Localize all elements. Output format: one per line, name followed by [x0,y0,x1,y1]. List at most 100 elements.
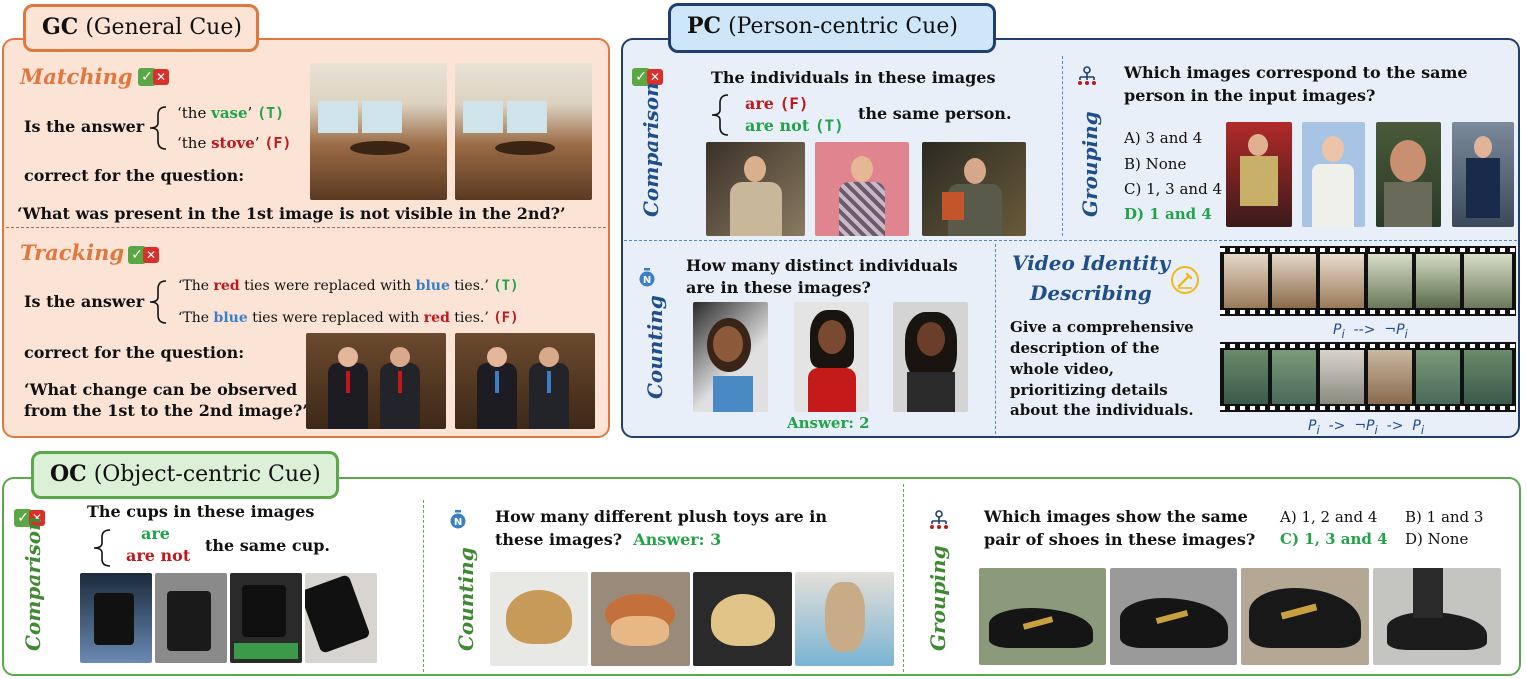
is-answer-label: Is the answer [24,292,145,311]
oc-counting-answer: Answer: 3 [633,530,722,549]
comparison-label: Comparison [21,516,45,651]
oc-comparison-option-are: are [141,524,170,543]
film-frame [1464,350,1512,404]
film-frame [1464,254,1512,308]
pencil-icon [1171,266,1199,294]
matching-question: ‘What was present in the 1st image is no… [17,204,566,223]
person-centric-cue-tab: PC (Person-centric Cue) [668,3,996,53]
tracking-question-line2: from the 1st to the 2nd image?’ [24,401,308,420]
shoe-photo-1 [979,568,1106,665]
oc-grouping-question-line2: pair of shoes in these images? [984,530,1256,549]
counting-question-line1: How many distinct individuals [686,256,958,275]
film-frame [1224,350,1268,404]
kitchen-image-1 [310,63,447,200]
general-cue-tab: GC (General Cue) [23,4,259,52]
matching-option-1: ‘the vase’ (T) [177,104,285,122]
shoe-photo-2 [1110,568,1237,665]
pc-divider-v1 [1062,56,1063,236]
tab-full: (Object-centric Cue) [93,462,321,487]
film-frame [1272,254,1316,308]
tab-full: (General Cue) [85,15,242,40]
oc-divider-1 [423,500,424,672]
video-desc-line3: whole video, [1010,360,1114,378]
oc-grouping-question-line1: Which images show the same [984,507,1248,526]
oc-comparison-question: The cups in these images [87,502,315,521]
hierarchy-icon [1078,66,1096,85]
stopwatch-icon: N [450,510,466,529]
comparison-label: Comparison [639,82,663,217]
shoe-photo-3 [1241,568,1369,665]
check-icon: ✓ [14,509,32,527]
counting-label: Counting [454,547,478,651]
comparison-option-are: are (F) [745,94,809,113]
film-frame [1368,350,1412,404]
oc-divider-2 [903,484,904,672]
grouping-label: Grouping [926,545,950,651]
correct-for-label: correct for the question: [24,166,245,185]
shoe-photo-4 [1373,568,1501,665]
counting-answer: Answer: 2 [787,414,870,432]
sequence-label-1: Pi --> ¬Pi [1333,322,1408,341]
grouping-option-b: B) None [1124,155,1187,173]
film-frame [1416,254,1460,308]
comparison-tail: the same person. [858,104,1012,123]
film-strip-2 [1220,342,1516,412]
pc-divider-h [624,240,1517,241]
plush-photo-2 [591,572,690,666]
film-frame [1224,254,1268,308]
cup-photo-3 [230,573,302,663]
grouping-option-d: D) 1 and 4 [1124,205,1212,223]
oc-counting-question-line1: How many different plush toys are in [495,507,828,526]
oc-comparison-option-are-not: are not [126,546,191,565]
matching-title: Matching [20,64,133,89]
oc-counting-question-line2: these images? Answer: 3 [495,530,722,549]
cross-icon: ✕ [647,69,663,85]
grouping-option-a: A) 3 and 4 [1124,129,1203,147]
svg-text:N: N [643,275,651,286]
kitchen-image-2 [455,63,592,200]
hierarchy-icon [930,510,948,529]
group-photo-1 [1226,122,1292,227]
person-photo-1 [706,142,805,236]
video-desc-line2: description of the [1010,339,1160,357]
tab-abbr: GC [42,14,79,40]
check-cross-icon: ✓✕ [128,244,159,264]
check-icon: ✓ [128,246,146,264]
film-frame [1320,350,1364,404]
group-photo-3 [1376,122,1441,227]
is-answer-label: Is the answer [24,117,145,136]
brace-icon [149,280,167,324]
tab-abbr: PC [687,13,722,39]
film-frame [1368,254,1412,308]
person-photo-2 [815,142,909,236]
cross-icon: ✕ [153,69,169,85]
stopwatch-icon: N [639,268,655,287]
brace-icon [149,106,167,150]
brace-icon [711,94,729,136]
check-cross-icon: ✓✕ [14,507,45,527]
tab-abbr: OC [50,461,87,487]
counting-label: Counting [643,295,667,399]
tracking-question-line1: ‘What change can be observed [24,380,298,399]
oc-grouping-option-d: D) None [1405,530,1469,548]
sequence-label-2: Pi -> ¬Pi -> Pi [1308,418,1425,437]
handshake-image-1 [306,333,446,429]
check-icon: ✓ [138,68,156,86]
matching-option-2: ‘the stove’ (F) [177,134,292,152]
cup-photo-4 [305,573,377,663]
object-centric-cue-tab: OC (Object-centric Cue) [31,451,339,499]
correct-for-label: correct for the question: [24,343,245,362]
tracking-option-1: ‘The red ties were replaced with blue ti… [178,278,519,294]
video-title-line2: Describing [1030,281,1152,305]
video-desc-line5: about the individuals. [1010,401,1194,419]
tracking-title: Tracking [20,240,125,265]
comparison-option-are-not: are not (T) [745,116,844,135]
grouping-question-line1: Which images correspond to the same [1124,63,1468,82]
plush-photo-1 [490,572,588,666]
film-frame [1320,254,1364,308]
oc-comparison-tail: the same cup. [205,536,330,555]
cup-photo-1 [80,573,152,663]
count-photo-3 [893,302,968,412]
video-desc-line1: Give a comprehensive [1010,318,1194,336]
oc-grouping-option-c: C) 1, 3 and 4 [1280,530,1388,548]
